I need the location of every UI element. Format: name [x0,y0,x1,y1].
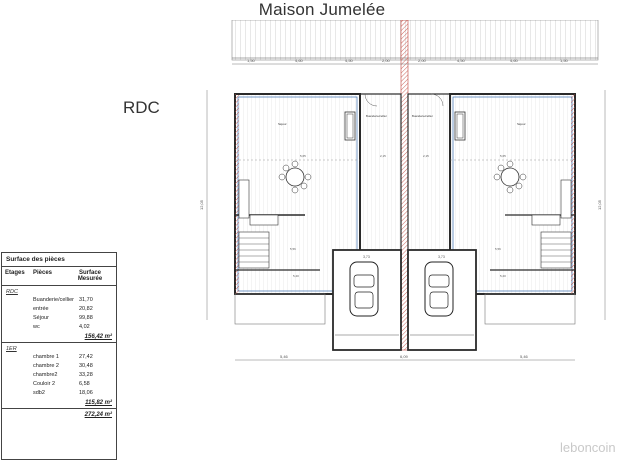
svg-text:5,65: 5,65 [500,154,506,158]
surface-table-headers: Etages Pièces Surface Mesurée [2,267,116,286]
subtotal-1er: 115,82 m² [2,398,116,409]
svg-text:2,15: 2,15 [380,154,386,158]
svg-text:5,56: 5,56 [290,247,296,251]
room-tag-right-sejour: Séjour [517,122,526,126]
svg-text:5,20: 5,20 [500,274,506,278]
left-stairs [238,231,270,269]
top-dim-1: 1,50 [247,58,256,63]
left-sofa [344,111,356,141]
room-tag-left-sejour: Séjour [278,122,287,126]
right-sofa [454,111,466,141]
svg-text:2,15: 2,15 [423,154,429,158]
subtotal-rdc: 156,42 m² [2,332,116,343]
surface-table: Surface des pièces Etages Pièces Surface… [1,252,117,460]
top-dim-8: 1,50 [560,58,569,63]
top-dim-3: 4,50 [345,58,354,63]
right-dining-table [500,167,520,187]
header-surface: Surface Mesurée [77,270,103,282]
svg-text:5,65: 5,65 [300,154,306,158]
left-dining-table [285,167,305,187]
svg-text:3,73: 3,73 [438,255,445,259]
floor-plan: 1,50 4,60 4,50 2,00 2,00 4,50 4,60 1,50 … [199,20,606,361]
top-dim-5: 2,00 [418,58,427,63]
svg-text:5,20: 5,20 [293,274,299,278]
svg-text:5,56: 5,56 [495,247,501,251]
watermark-logo: leboncoin [560,440,616,455]
header-etages: Etages [5,270,25,276]
room-tag-left-buanderie: Buanderie/cellier [366,114,387,118]
bottom-dim-center: 6,09 [400,354,409,359]
roof-area [231,20,599,61]
bottom-dim-left: 5,46 [280,354,289,359]
grand-total: 272,24 m² [84,412,112,418]
svg-text:3,73: 3,73 [363,255,370,259]
left-car [349,261,379,317]
right-stairs [540,231,572,269]
section-level-rdc: RDC [6,289,18,295]
page-title: Maison Jumelée [258,0,386,19]
left-height-dim: 12,05 [199,199,204,210]
top-dim-6: 4,50 [457,58,466,63]
right-kitchen-counter [560,179,572,219]
level-label: RDC [123,98,160,117]
top-dim-7: 4,60 [510,58,519,63]
surface-table-title: Surface des pièces [2,253,116,267]
room-tag-right-buanderie: Buanderie/cellier [412,114,433,118]
section-level-1er: 1ER [6,346,17,352]
right-car [424,261,454,317]
header-pieces: Pièces [33,270,53,276]
left-kitchen-counter [238,179,250,219]
top-dim-2: 4,60 [295,58,304,63]
bottom-dim-right: 5,46 [520,354,529,359]
party-wall [400,20,409,351]
right-height-dim: 12,05 [597,199,602,210]
top-dim-4: 2,00 [382,58,391,63]
